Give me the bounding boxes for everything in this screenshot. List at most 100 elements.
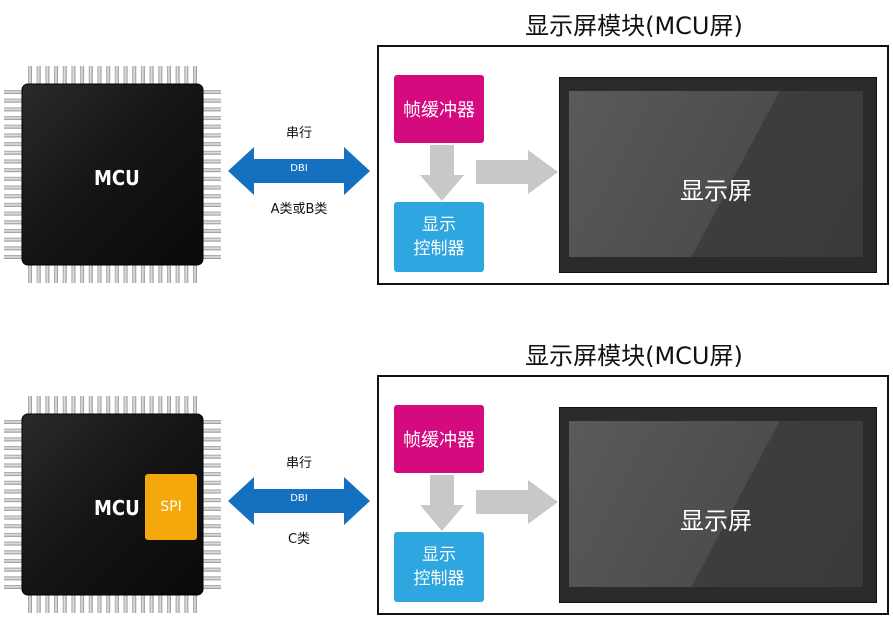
- chip-pin: [140, 66, 145, 86]
- chip-pin: [201, 585, 221, 589]
- chip-pin: [184, 396, 189, 416]
- chip-pin: [4, 585, 24, 589]
- chip-pin: [62, 396, 67, 416]
- chip-pin: [201, 489, 221, 494]
- chip-pin: [201, 116, 221, 121]
- screen-panel: 显示屏: [569, 421, 863, 587]
- chip-pin: [88, 66, 93, 86]
- chip-pin: [97, 66, 102, 86]
- mcu-label: MCU: [94, 166, 140, 190]
- chip-pin: [166, 66, 171, 86]
- chip-pin: [132, 66, 137, 86]
- chip-pin: [201, 194, 221, 199]
- controller-label-line2: 控制器: [413, 239, 465, 259]
- chip-pin: [201, 420, 221, 424]
- chip-pin: [54, 396, 59, 416]
- chip-pin: [4, 498, 24, 503]
- chip-pin: [88, 396, 93, 416]
- chip-pin: [45, 593, 50, 613]
- screen-label: 显示屏: [680, 177, 752, 205]
- chip-pin: [62, 66, 67, 86]
- chip-pin: [201, 532, 221, 537]
- chip-pin: [140, 396, 145, 416]
- chip-pin: [201, 159, 221, 164]
- right-arrow-icon: [476, 480, 558, 524]
- link-interface-label: DBI: [290, 493, 308, 504]
- chip-pin: [201, 255, 221, 259]
- chip-pin: [4, 541, 24, 546]
- chip-pin: [45, 66, 50, 86]
- link-type-label: 串行: [285, 126, 312, 141]
- chip-pin: [175, 593, 180, 613]
- chip-pin: [132, 396, 137, 416]
- chip-pin: [201, 246, 221, 251]
- chip-pin: [80, 263, 85, 283]
- chip-pin: [28, 396, 32, 416]
- chip-pin: [201, 133, 221, 138]
- chip-pin: [88, 593, 93, 613]
- controller-label-line1: 显示: [422, 545, 456, 565]
- chip-pin: [123, 593, 128, 613]
- chip-pin: [123, 396, 128, 416]
- chip-pin: [175, 263, 180, 283]
- chip-pin: [4, 176, 24, 181]
- chip-pin: [201, 176, 221, 181]
- screen-panel: 显示屏: [569, 91, 863, 257]
- chip-pin: [166, 263, 171, 283]
- mcu-chip-icon: [4, 66, 221, 283]
- chip-pin: [201, 168, 221, 173]
- frame-buffer-block: 帧缓冲器: [394, 75, 484, 143]
- chip-pin: [201, 506, 221, 511]
- chip-pin: [71, 593, 76, 613]
- chip-pin: [4, 220, 24, 225]
- chip-pin: [54, 593, 59, 613]
- chip-pin: [4, 515, 24, 520]
- chip-pin: [114, 396, 119, 416]
- chip-pin: [149, 593, 154, 613]
- chip-pin: [201, 550, 221, 555]
- chip-pin: [201, 498, 221, 503]
- display-screen: 显示屏: [559, 407, 877, 603]
- chip-pin: [4, 133, 24, 138]
- chip-pin: [184, 593, 189, 613]
- module-title: 显示屏模块(MCU屏): [525, 342, 743, 370]
- chip-pin: [4, 246, 24, 251]
- link-class-label: A类或B类: [270, 202, 328, 217]
- chip-pin: [36, 263, 41, 283]
- chip-pin: [71, 263, 76, 283]
- mcu-chip-icon: [4, 396, 221, 613]
- chip-pin: [201, 524, 221, 529]
- chip-pin: [4, 558, 24, 563]
- chip-pin: [4, 567, 24, 572]
- chip-pin: [45, 396, 50, 416]
- chip-pin: [36, 396, 41, 416]
- chip-pin: [4, 463, 24, 468]
- chip-pin: [140, 263, 145, 283]
- chip-pin: [71, 66, 76, 86]
- chip-pin: [193, 66, 197, 86]
- chip-pin: [80, 396, 85, 416]
- chip-pin: [114, 593, 119, 613]
- chip-pin: [201, 124, 221, 129]
- chip-pin: [201, 107, 221, 112]
- chip-pin: [4, 446, 24, 451]
- chip-pin: [106, 263, 111, 283]
- mcu-label: MCU: [94, 496, 140, 520]
- chip-pin: [193, 593, 197, 613]
- right-arrow-icon: [476, 150, 558, 194]
- chip-pin: [4, 532, 24, 537]
- bidirectional-arrow-icon: [228, 147, 370, 195]
- chip-pin: [201, 98, 221, 103]
- chip-pin: [114, 66, 119, 86]
- chip-pin: [4, 237, 24, 242]
- chip-pin: [149, 263, 154, 283]
- chip-pin: [106, 593, 111, 613]
- chip-pin: [158, 263, 163, 283]
- chip-pin: [201, 463, 221, 468]
- chip-pin: [201, 454, 221, 459]
- chip-pin: [193, 396, 197, 416]
- chip-pin: [4, 98, 24, 103]
- chip-pin: [201, 202, 221, 207]
- spi-block: SPI: [145, 474, 197, 540]
- chip-pin: [201, 515, 221, 520]
